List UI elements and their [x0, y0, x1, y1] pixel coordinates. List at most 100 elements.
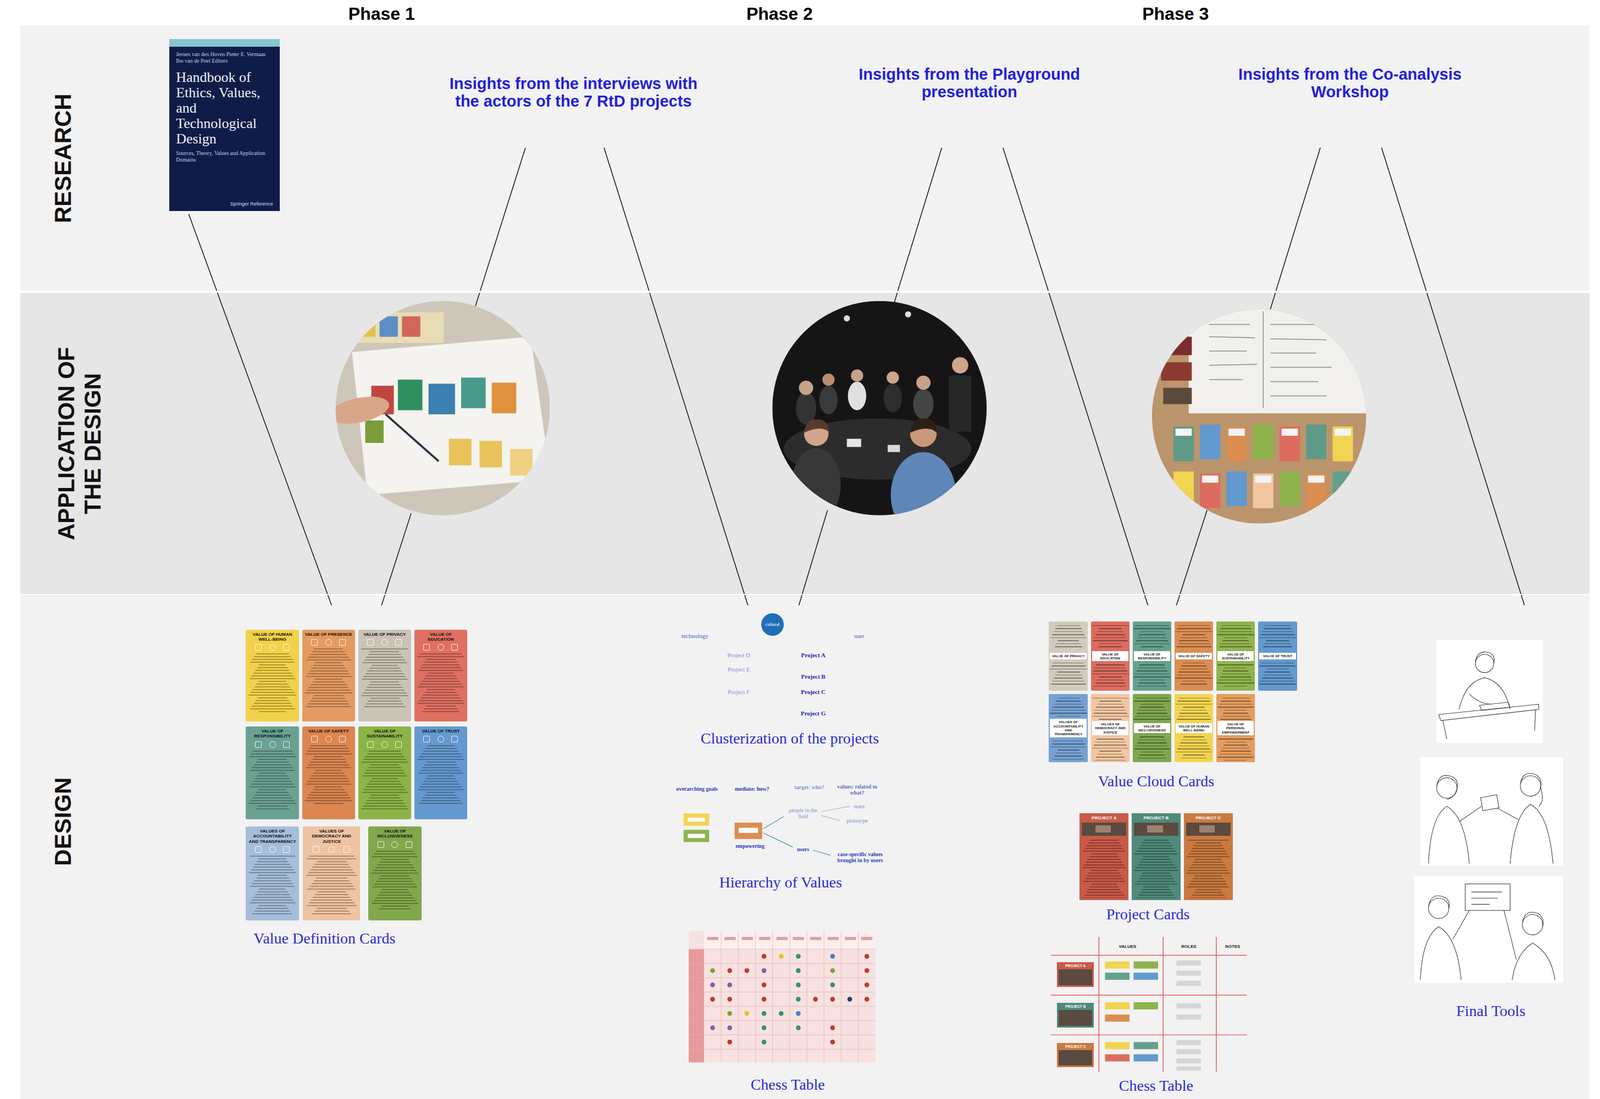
text-bar [1057, 640, 1079, 642]
hierarchy-item: team [853, 803, 865, 810]
insight-heading: Insights from the Playground presentatio… [843, 65, 1096, 102]
cluster-circle: cultural [761, 613, 784, 636]
text-bar [425, 761, 456, 763]
text-lines [416, 651, 466, 720]
text-bar [1095, 664, 1125, 666]
project-photo [1058, 1050, 1093, 1067]
value-icon [328, 846, 335, 854]
text-bar [1098, 646, 1123, 648]
card-title: VALUE OF HUMAN WELL-BEING [1176, 724, 1212, 733]
text-bar [252, 866, 293, 868]
text-bar [254, 794, 291, 796]
text-bar [367, 700, 402, 702]
card-title: VALUE OF EDUCATION [416, 632, 466, 642]
text-bar [252, 689, 293, 691]
photo-detail [1199, 825, 1215, 833]
text-bar [258, 858, 286, 860]
value-icon [339, 639, 346, 646]
text-bar [312, 866, 351, 868]
text-bar [1140, 631, 1164, 633]
text-bar [310, 745, 347, 747]
text-bar [1178, 640, 1209, 642]
text-bar [366, 687, 403, 689]
text-bar [1175, 751, 1212, 754]
text-bar [379, 892, 411, 894]
value-icon [423, 644, 430, 651]
text-lines [360, 749, 410, 818]
text-bar [1190, 850, 1227, 852]
text-bar [1095, 682, 1125, 684]
text-bar [258, 681, 287, 683]
text-bar [363, 789, 406, 791]
text-bar [1264, 671, 1291, 673]
text-bar [257, 875, 287, 877]
text-bar [1052, 634, 1085, 636]
text-bar [1055, 674, 1082, 677]
text-bar [420, 770, 462, 772]
card-title: VALUE OF PRIVACY [1050, 654, 1087, 658]
title-patch: VALUE OF EDUCATION [1092, 651, 1129, 662]
card-title: PROJECT A [1081, 815, 1127, 821]
text-lines [1133, 838, 1179, 899]
text-bar [1082, 897, 1126, 899]
text-bar [1139, 845, 1172, 847]
text-bar [426, 689, 455, 691]
text-bar [363, 759, 407, 761]
value-cloud-card: VALUE OF SUSTAINABILITY [1216, 621, 1256, 691]
text-bar [248, 756, 297, 758]
text-bar [1261, 677, 1294, 679]
text-bar [1137, 637, 1167, 639]
card-title: VALUE OF INCLUSIVENESS [370, 828, 420, 839]
text-bar [313, 880, 350, 882]
text-bar [427, 745, 455, 747]
text-bar [1193, 861, 1223, 863]
word-cloud [1049, 695, 1088, 718]
text-bar [313, 803, 344, 805]
text-bar [421, 753, 461, 755]
card-title: VALUES OF DEMOCRACY AND JUSTICE [305, 828, 358, 845]
text-bar [252, 797, 293, 799]
tool-caption: Chess Table [1119, 1077, 1194, 1095]
text-bar [1095, 756, 1125, 758]
text-bar [1099, 643, 1121, 645]
text-bar [1091, 625, 1129, 627]
text-bar [368, 750, 401, 752]
hierarchy-header: target: who? [787, 783, 832, 790]
value-icon [269, 644, 276, 651]
text-lines [247, 854, 297, 919]
text-lines [1081, 838, 1127, 899]
text-bar [1054, 646, 1083, 648]
text-bar [425, 778, 457, 780]
text-bar [1134, 643, 1170, 645]
text-bar [371, 903, 418, 905]
tool-caption: Value Cloud Cards [1098, 773, 1215, 791]
text-bar [1220, 750, 1251, 752]
text-bar [310, 684, 347, 686]
text-bar [424, 661, 458, 663]
text-bar [309, 778, 348, 780]
text-bar [1137, 864, 1175, 866]
text-bar [1225, 742, 1247, 744]
text-bar [365, 673, 404, 675]
text-bar [1178, 671, 1210, 673]
word-cloud [1133, 695, 1172, 723]
text-bar [1084, 894, 1125, 896]
text-lines [304, 743, 354, 818]
text-bar [1094, 667, 1126, 669]
text-bar [1218, 631, 1253, 633]
text-bar [1094, 710, 1126, 712]
text-bar [375, 850, 414, 852]
text-bar [249, 902, 296, 904]
text-bar [425, 675, 457, 677]
hierarchy-item: case-specific values brought in by users [835, 851, 885, 864]
cluster-axis: technology [681, 632, 709, 640]
text-bar [1181, 739, 1206, 741]
text-bar [1136, 712, 1168, 714]
text-bar [250, 753, 295, 755]
text-bar [377, 894, 413, 896]
text-bar [255, 894, 290, 896]
icon-row [251, 741, 294, 749]
text-bar [258, 905, 287, 907]
text-bar [1136, 867, 1177, 869]
text-bar [254, 910, 291, 912]
